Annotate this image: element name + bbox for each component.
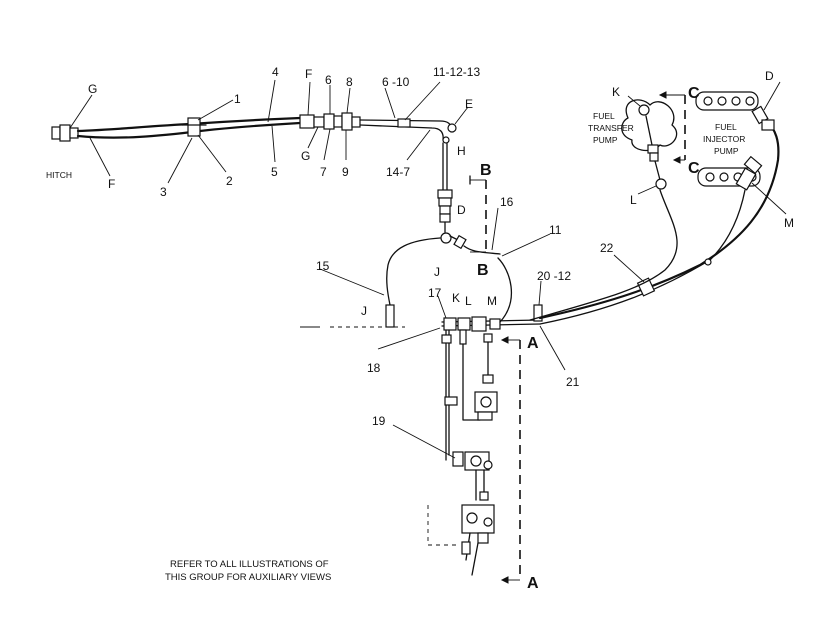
label-k-top: K bbox=[612, 85, 620, 99]
label-c-top: C bbox=[688, 85, 700, 102]
label-a-bot: A bbox=[527, 575, 539, 592]
note-line-2: THIS GROUP FOR AUXILIARY VIEWS bbox=[165, 572, 331, 583]
label-f-mid: F bbox=[305, 67, 312, 81]
fitting-k bbox=[457, 317, 471, 331]
label-19: 19 bbox=[372, 414, 386, 428]
callout-labels: G F HITCH 1 2 3 4 5 F G 6 8 7 9 6 -10 11… bbox=[46, 65, 794, 592]
label-j-left: J bbox=[361, 304, 367, 318]
label-8: 8 bbox=[346, 75, 353, 89]
label-l-top: L bbox=[630, 193, 637, 207]
label-b-low: B bbox=[477, 262, 489, 279]
label-15: 15 bbox=[316, 259, 330, 273]
leader-lines bbox=[69, 79, 787, 459]
elbow-e bbox=[447, 123, 457, 133]
label-g-left: G bbox=[88, 82, 97, 96]
fitting-9 bbox=[351, 116, 361, 128]
label-d-mid: D bbox=[457, 203, 466, 217]
clamp-1 bbox=[187, 117, 201, 137]
label-k-mid: K bbox=[452, 291, 460, 305]
fitting-6 bbox=[323, 113, 335, 130]
fitting-upper-d bbox=[437, 189, 453, 199]
manifold bbox=[441, 120, 780, 332]
fitting-m bbox=[489, 318, 501, 330]
label-21: 21 bbox=[566, 375, 580, 389]
label-g-mid: G bbox=[301, 149, 310, 163]
hitch-coupler-left bbox=[51, 126, 61, 140]
label-4: 4 bbox=[272, 65, 279, 79]
label-18: 18 bbox=[367, 361, 381, 375]
label-17: 17 bbox=[428, 286, 442, 300]
fitting-m-top bbox=[735, 167, 757, 191]
fitting-l bbox=[471, 316, 487, 332]
label-transfer-pump-3: PUMP bbox=[593, 135, 618, 145]
label-7: 7 bbox=[320, 165, 327, 179]
fitting-19 bbox=[452, 451, 464, 467]
label-22: 22 bbox=[600, 241, 614, 255]
label-9: 9 bbox=[342, 165, 349, 179]
fuel-transfer-pump bbox=[621, 99, 678, 190]
drop-lines bbox=[427, 329, 498, 576]
hitch-fuel-lines bbox=[51, 112, 501, 328]
label-3: 3 bbox=[160, 185, 167, 199]
fitting-d bbox=[453, 234, 467, 250]
label-l-mid: L bbox=[465, 294, 472, 308]
label-14-7: 14-7 bbox=[386, 165, 410, 179]
label-e: E bbox=[465, 97, 473, 111]
label-transfer-pump-2: TRANSFER bbox=[588, 123, 634, 133]
label-injector-pump-3: PUMP bbox=[714, 146, 739, 156]
label-m-mid: M bbox=[487, 294, 497, 308]
note-line-1: REFER TO ALL ILLUSTRATIONS OF bbox=[170, 559, 329, 570]
label-16: 16 bbox=[500, 195, 514, 209]
label-11: 11 bbox=[549, 223, 562, 237]
label-d-top: D bbox=[765, 69, 774, 83]
coupling-g bbox=[313, 116, 325, 128]
hose-end-j bbox=[385, 304, 395, 328]
fitting-17 bbox=[443, 317, 457, 331]
label-h: H bbox=[457, 144, 466, 158]
fitting-20 bbox=[533, 304, 543, 322]
label-f-left: F bbox=[108, 177, 115, 191]
label-m-top: M bbox=[784, 216, 794, 230]
label-c-bot: C bbox=[688, 160, 700, 177]
elbow-h bbox=[442, 136, 450, 144]
label-hitch: HITCH bbox=[46, 170, 72, 180]
section-a bbox=[500, 336, 521, 584]
fuel-injector-pump bbox=[695, 91, 775, 191]
hitch-coupler-body bbox=[69, 127, 79, 139]
coupling-f bbox=[299, 114, 315, 129]
section-c bbox=[658, 91, 686, 164]
fitting-l-top bbox=[655, 178, 667, 190]
fitting-7 bbox=[333, 115, 343, 128]
label-6: 6 bbox=[325, 73, 332, 87]
injector-bank-upper bbox=[695, 91, 759, 111]
fitting-k-top bbox=[638, 104, 650, 116]
label-2: 2 bbox=[226, 174, 233, 188]
label-5: 5 bbox=[271, 165, 278, 179]
clamp-22 bbox=[636, 277, 656, 297]
clip-11-12-13 bbox=[397, 118, 411, 128]
label-6-10: 6 -10 bbox=[382, 75, 410, 89]
label-1: 1 bbox=[234, 92, 241, 106]
label-b-top: B bbox=[480, 162, 492, 179]
label-transfer-pump-1: FUEL bbox=[593, 111, 615, 121]
label-j-mid: J bbox=[434, 265, 440, 279]
label-injector-pump-1: FUEL bbox=[715, 122, 737, 132]
label-injector-pump-2: INJECTOR bbox=[703, 134, 745, 144]
label-20-12: 20 -12 bbox=[537, 269, 571, 283]
fitting-j bbox=[440, 232, 452, 244]
label-a-top: A bbox=[527, 335, 539, 352]
hitch-coupler-nut bbox=[59, 124, 71, 142]
section-b bbox=[469, 175, 487, 253]
fitting-8 bbox=[341, 112, 353, 131]
label-11-12-13: 11-12-13 bbox=[433, 65, 480, 79]
